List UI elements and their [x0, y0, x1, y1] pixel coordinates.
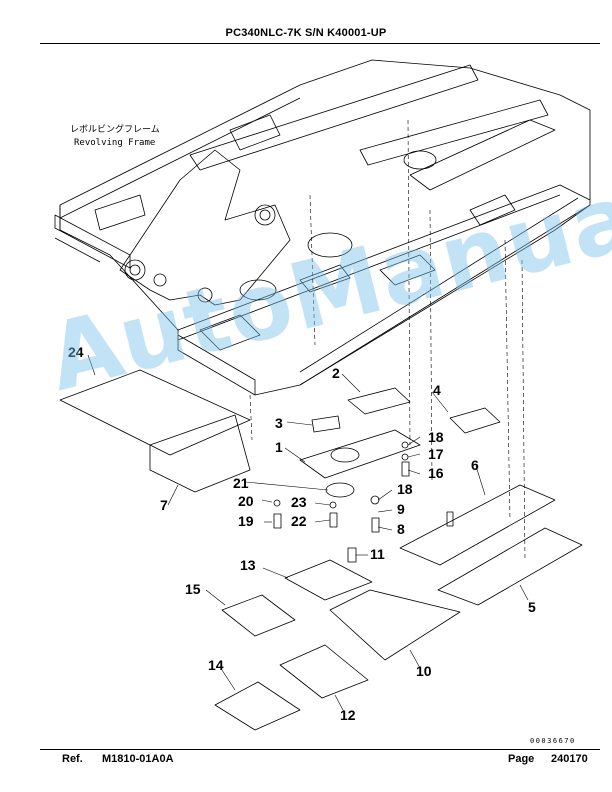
callout-10: 10 — [416, 663, 432, 679]
leader-lines — [87, 354, 529, 713]
callout-16: 16 — [428, 465, 444, 481]
page-title: PC340NLC-7K S/N K40001-UP — [225, 27, 387, 39]
frame-label-en: Revolving Frame — [74, 138, 155, 148]
part-5-plate — [437, 527, 583, 606]
part-7-cover — [149, 414, 251, 493]
callout-8: 8 — [397, 521, 405, 537]
part-21-disc — [325, 482, 355, 498]
callout-1: 1 — [275, 439, 283, 455]
callout-4: 4 — [433, 382, 441, 398]
part-13-cover — [284, 559, 373, 601]
callout-18-top: 18 — [428, 429, 444, 445]
footer-rule — [40, 749, 600, 750]
part-10-cover — [329, 589, 461, 661]
callout-18-mid: 18 — [397, 481, 413, 497]
callout-13: 13 — [240, 557, 256, 573]
callout-2: 2 — [332, 365, 340, 381]
callout-14: 14 — [208, 657, 224, 673]
part-3-block — [311, 415, 341, 433]
part-2-plate — [347, 387, 411, 415]
header-rule — [40, 43, 600, 44]
callout-24: 24 — [68, 344, 84, 360]
part-4-plate — [449, 407, 501, 434]
callout-15: 15 — [185, 581, 201, 597]
drawing-number: 00036670 — [530, 737, 576, 745]
callout-7: 7 — [160, 497, 168, 513]
part-1-plate — [299, 429, 421, 479]
page-value: 240170 — [551, 753, 588, 765]
ref-label: Ref. — [62, 753, 83, 765]
part-6-plate — [399, 484, 556, 566]
callout-9: 9 — [397, 501, 405, 517]
center-lines — [249, 119, 526, 561]
part-15-cover — [221, 594, 296, 637]
callout-22: 22 — [291, 513, 307, 529]
callout-17: 17 — [428, 446, 444, 462]
callout-19: 19 — [238, 513, 254, 529]
revolving-frame — [54, 59, 591, 396]
callout-11: 11 — [370, 546, 385, 562]
callout-3: 3 — [275, 415, 283, 431]
ref-value: M1810-01A0A — [102, 753, 174, 765]
callout-12: 12 — [340, 707, 356, 723]
page-label: Page — [508, 753, 535, 765]
callout-23: 23 — [291, 494, 307, 510]
callout-5: 5 — [528, 599, 536, 615]
part-14-cover — [214, 681, 301, 731]
callout-21: 21 — [233, 475, 249, 491]
callout-6: 6 — [471, 457, 479, 473]
frame-label-jp: レボルビングフレーム — [70, 123, 160, 135]
part-12-cover — [279, 644, 369, 699]
part-24-cover — [59, 369, 251, 456]
callout-20: 20 — [238, 493, 254, 509]
